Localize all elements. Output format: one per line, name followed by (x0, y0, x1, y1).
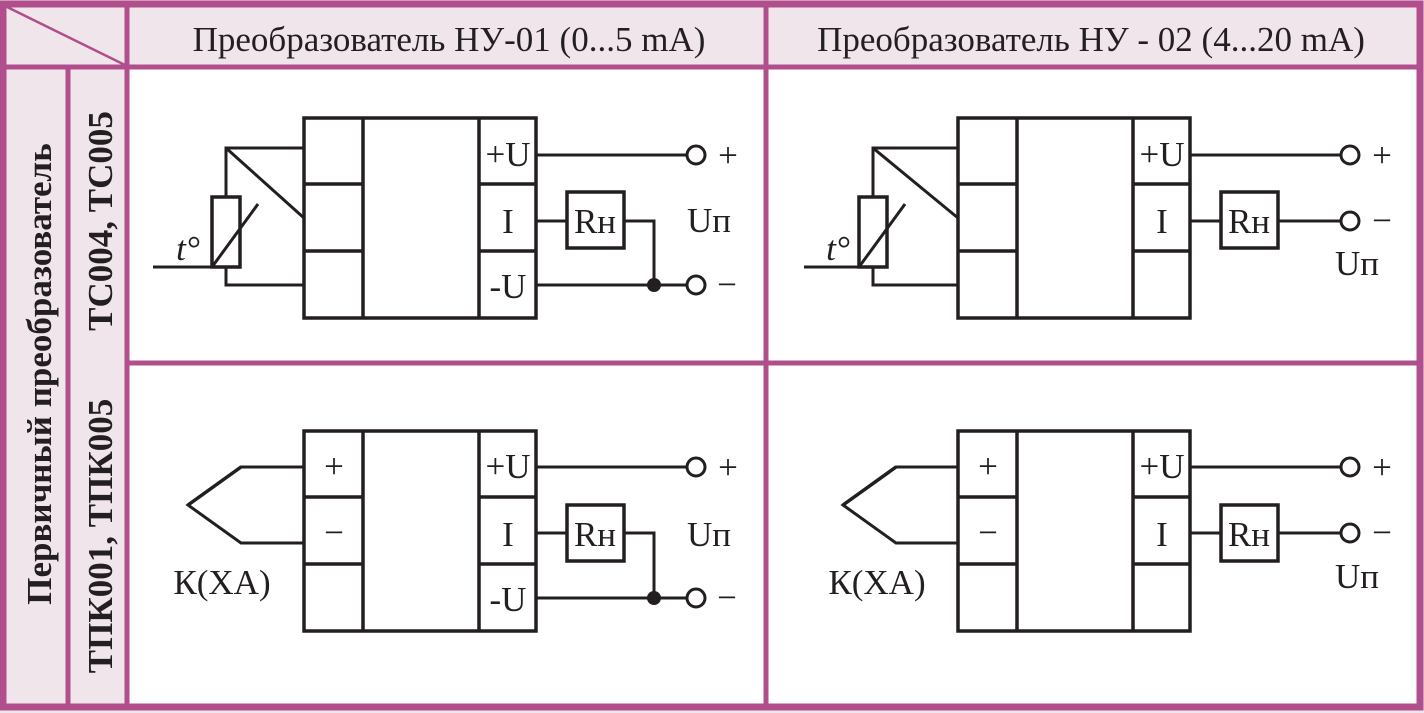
terminal-minus (1339, 210, 1361, 232)
terminal-minus (1339, 522, 1361, 544)
label-plus: + (718, 136, 738, 175)
label-tc-minus: − (324, 513, 344, 552)
label-current: I (502, 202, 514, 241)
corner-diagonal (4, 4, 126, 67)
label-minus-u: -U (490, 580, 527, 619)
cell-nu01-tc (127, 363, 766, 706)
label-minus: − (1372, 201, 1392, 240)
label-tc-plus: + (978, 447, 998, 486)
label-minus: − (717, 578, 737, 617)
terminal-plus (685, 144, 707, 166)
label-load: Rн (1228, 202, 1270, 241)
label-current: I (1156, 202, 1168, 241)
terminal-plus (1339, 144, 1361, 166)
converter-body (956, 429, 1192, 633)
label-tc-plus: + (324, 447, 344, 486)
label-plus-u: +U (485, 447, 530, 486)
label-plus-u: +U (485, 135, 530, 174)
side-label-rtd: ТС004, ТС005 (81, 111, 120, 331)
label-supply: Uп (1335, 244, 1379, 283)
label-minus: − (1372, 513, 1392, 552)
label-load: Rн (574, 202, 616, 241)
label-current: I (1156, 515, 1168, 554)
label-thermocouple-type: К(ХА) (173, 563, 270, 602)
label-current: I (502, 515, 514, 554)
label-supply: Uп (687, 201, 731, 240)
header-nu02: Преобразователь НУ - 02 (4...20 mA) (817, 20, 1365, 59)
terminal-plus (1339, 456, 1361, 478)
label-plus: + (1372, 136, 1392, 175)
circuit-nu02-tc (840, 429, 1361, 633)
converter-body (302, 429, 538, 633)
label-load: Rн (1228, 515, 1270, 554)
circuit-nu01-tc (185, 429, 707, 633)
label-plus-u: +U (1139, 135, 1184, 174)
label-minus-u: -U (490, 267, 527, 306)
header-nu01: Преобразователь НУ-01 (0...5 mA) (193, 20, 706, 59)
label-plus-u: +U (1139, 447, 1184, 486)
label-temperature: t° (176, 229, 200, 268)
terminal-minus (685, 274, 707, 296)
label-load: Rн (574, 515, 616, 554)
circuit-nu02-rtd (804, 116, 1361, 320)
label-tc-minus: − (978, 513, 998, 552)
label-supply: Uп (687, 515, 731, 554)
label-temperature: t° (826, 229, 850, 268)
side-label-thermocouple: ТПК001, ТПК005 (81, 399, 120, 673)
label-thermocouple-type: К(ХА) (828, 563, 925, 602)
side-label-primary-converter: Первичный преобразователь (20, 143, 59, 604)
terminal-plus (685, 456, 707, 478)
label-minus: − (717, 265, 737, 304)
label-plus: + (1372, 448, 1392, 487)
label-supply: Uп (1335, 557, 1379, 596)
label-plus: + (718, 448, 738, 487)
circuit-nu01-rtd (153, 116, 707, 320)
terminal-minus (685, 587, 707, 609)
